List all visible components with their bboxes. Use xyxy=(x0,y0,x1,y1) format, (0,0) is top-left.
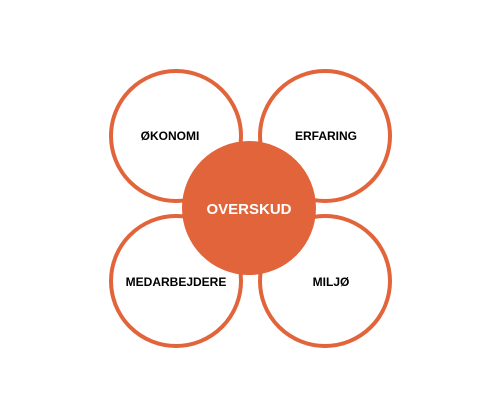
center-circle xyxy=(182,141,316,275)
center-label: OVERSKUD xyxy=(206,201,291,218)
petal-label-erfaring: ERFARING xyxy=(295,129,357,143)
petal-label-miljo: MILJØ xyxy=(313,275,350,289)
petal-label-okonomi: ØKONOMI xyxy=(141,129,200,143)
petal-label-medarbejdere: MEDARBEJDERE xyxy=(126,275,227,289)
